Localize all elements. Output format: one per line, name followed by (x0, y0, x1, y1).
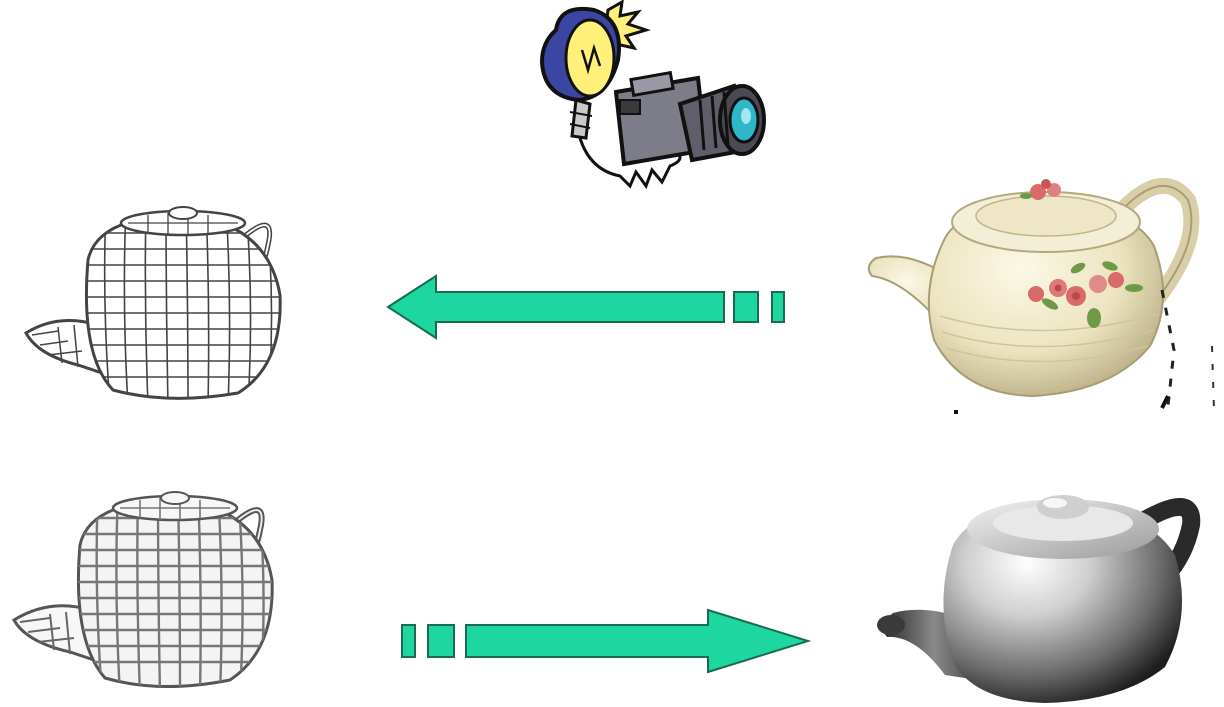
photo-teapot (862, 170, 1217, 420)
wireframe-teapot-icon (18, 205, 288, 405)
camera-flash-illustration (520, 0, 780, 200)
arrow-right-bottom (400, 608, 812, 674)
camera-flash-icon (520, 0, 780, 200)
rendered-teapot (875, 485, 1215, 705)
arrow-right-icon (400, 608, 812, 674)
arrow-left-top (388, 272, 788, 344)
wireframe-teapot-bottom (10, 490, 280, 695)
arrow-left-icon (388, 272, 788, 344)
porcelain-teapot-photo (862, 170, 1217, 420)
wireframe-teapot-icon (10, 490, 280, 695)
wireframe-teapot-top (18, 205, 288, 405)
rendered-teapot-icon (875, 485, 1215, 705)
